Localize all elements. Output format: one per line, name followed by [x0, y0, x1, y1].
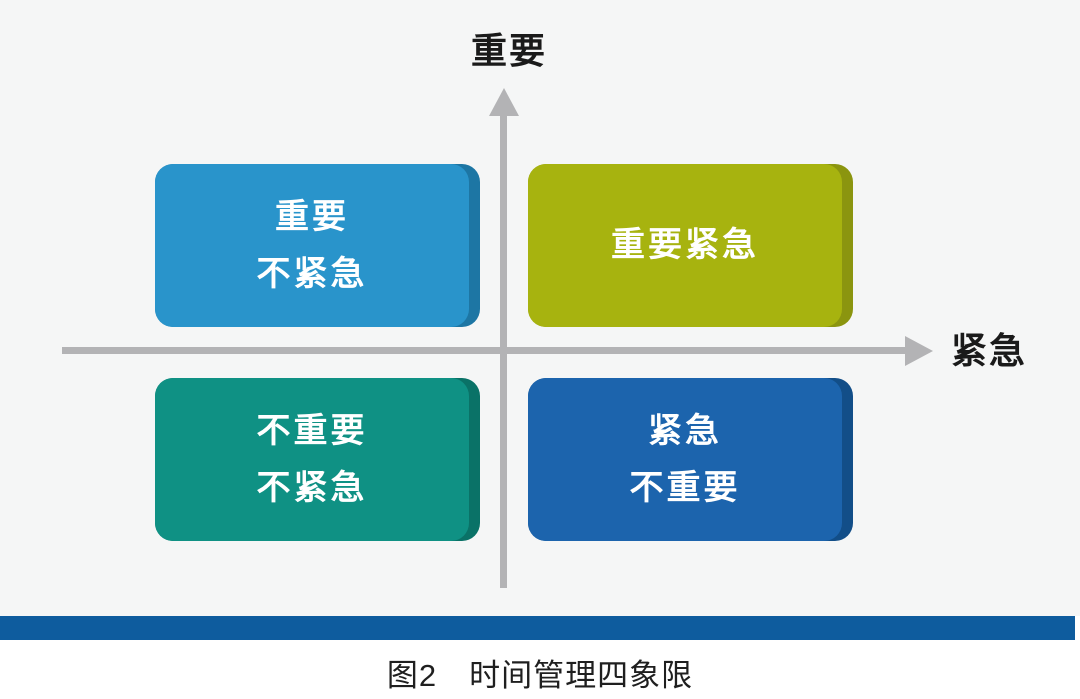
quadrant-not-important-not-urgent: 不重要 不紧急: [155, 378, 480, 541]
quadrant-label: 不紧急: [256, 254, 368, 293]
card-face: 重要紧急: [528, 164, 842, 327]
horizontal-axis-line: [62, 347, 908, 354]
quadrant-label: 紧急: [648, 412, 722, 451]
quadrant-label: 不紧急: [256, 468, 368, 507]
x-axis-label: 紧急: [951, 330, 1028, 371]
quadrant-label: 重要: [275, 198, 349, 237]
y-axis-label: 重要: [471, 30, 548, 71]
card-face: 紧急 不重要: [528, 378, 842, 541]
divider-bar: [0, 616, 1075, 640]
quadrant-label: 重要紧急: [611, 226, 759, 265]
quadrant-important-not-urgent: 重要 不紧急: [155, 164, 480, 327]
figure-caption: 图2 时间管理四象限: [386, 658, 694, 693]
card-face: 重要 不紧急: [155, 164, 469, 327]
right-arrow-icon: [905, 336, 933, 366]
quadrant-label: 不重要: [629, 468, 741, 507]
vertical-axis-line: [500, 103, 507, 588]
up-arrow-icon: [489, 88, 519, 116]
quadrant-label: 不重要: [256, 412, 368, 451]
card-face: 不重要 不紧急: [155, 378, 469, 541]
quadrant-important-urgent: 重要紧急: [528, 164, 853, 327]
diagram-canvas: 重要 紧急 重要 不紧急 重要紧急 不重要 不紧急 紧急 不重要: [62, 30, 1028, 588]
quadrant-urgent-not-important: 紧急 不重要: [528, 378, 853, 541]
